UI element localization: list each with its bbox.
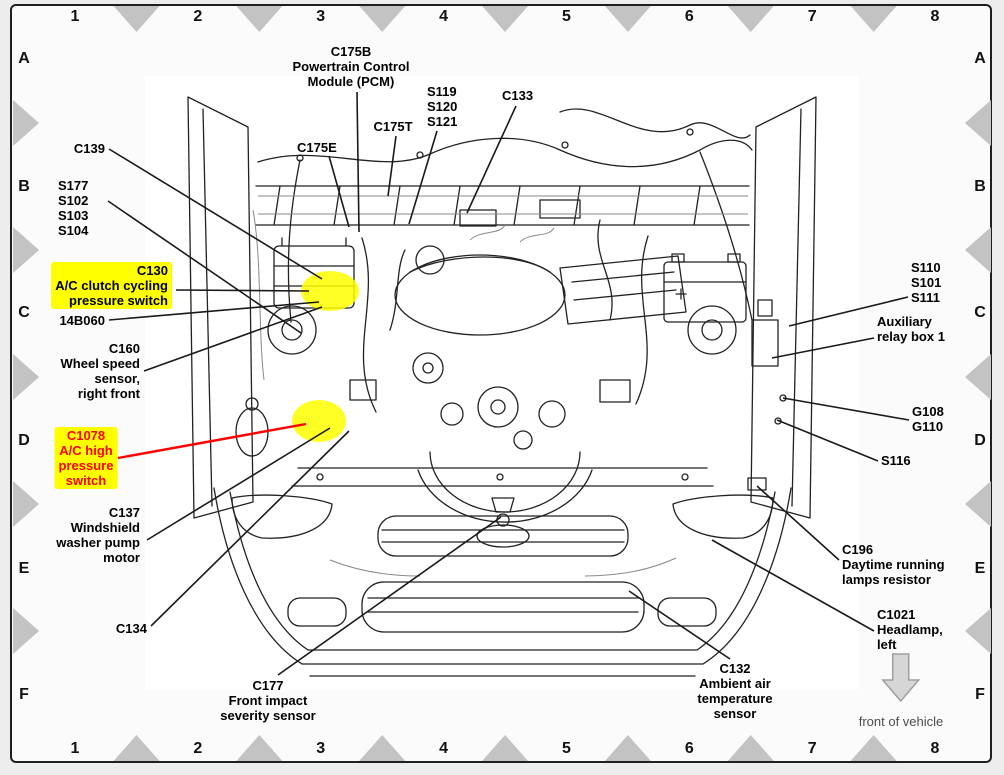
- grid-reference-border: [10, 4, 992, 763]
- front-of-vehicle-marker: front of vehicle: [858, 653, 944, 729]
- front-of-vehicle-text: front of vehicle: [858, 714, 944, 729]
- down-arrow-icon: [881, 653, 921, 703]
